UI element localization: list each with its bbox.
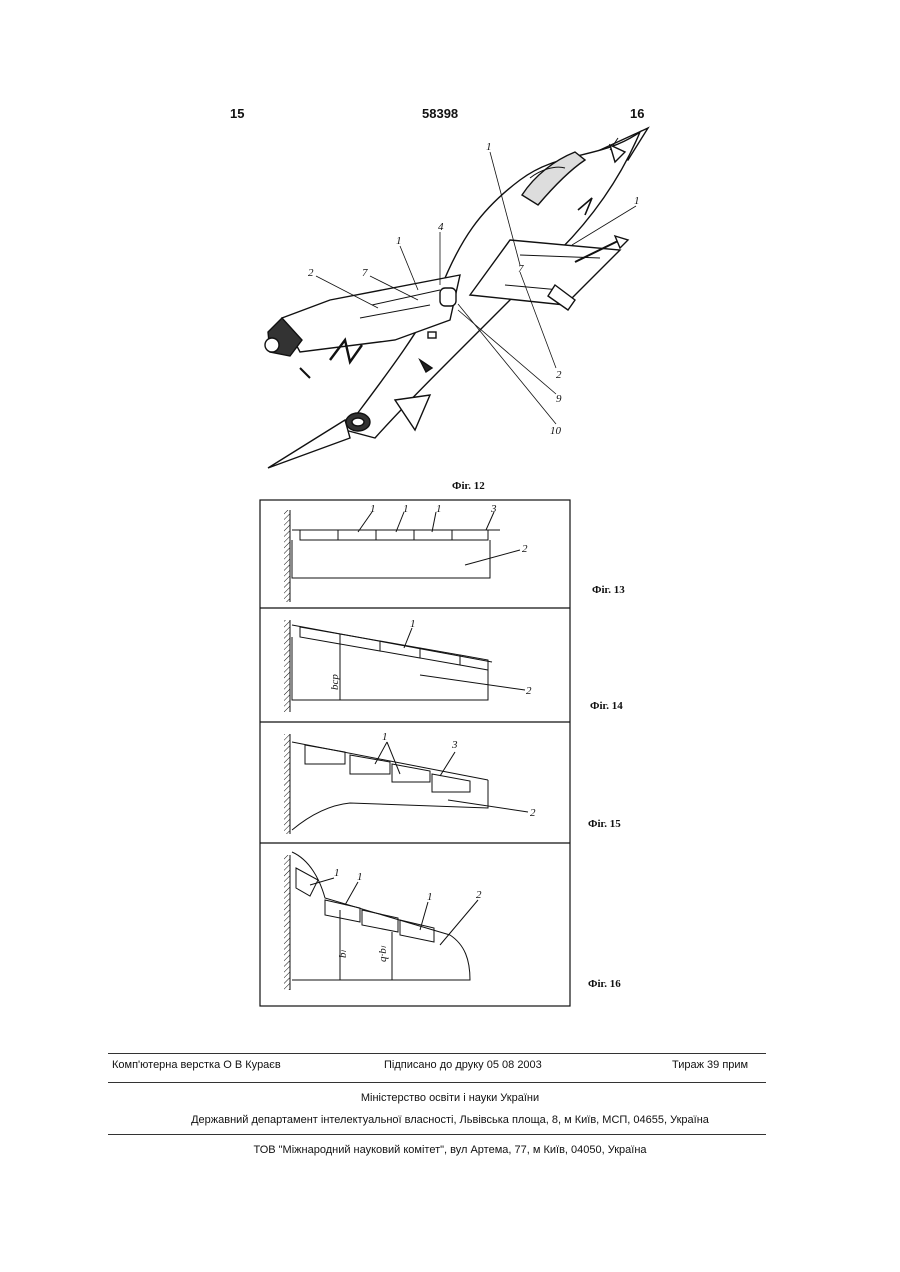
- fig13-caption: Фіг. 13: [592, 584, 625, 596]
- fig16-label-1: 1: [357, 871, 363, 883]
- fig14-caption: Фіг. 14: [590, 700, 623, 712]
- fig16-label-1: 1: [427, 891, 433, 903]
- fig13-label-1: 1: [370, 503, 376, 515]
- signed-date: Підписано до друку 05 08 2003: [384, 1059, 542, 1071]
- fig16-label-2: 2: [476, 889, 482, 901]
- fig16-label-qbl: q·bₗ: [377, 945, 389, 962]
- fig14-label-bcp: bср: [329, 674, 341, 690]
- fig16-label-1: 1: [334, 867, 340, 879]
- publisher-line: ТОВ "Міжнародний науковий комітет", вул …: [0, 1144, 900, 1156]
- fig13-label-1: 1: [436, 503, 442, 515]
- fig13-label-3: 3: [490, 503, 497, 515]
- fig15-caption: Фіг. 15: [588, 818, 621, 830]
- fig13-label-2: 2: [522, 543, 528, 555]
- fig15-label-3: 3: [451, 739, 458, 751]
- footer-rule-top: [108, 1053, 766, 1054]
- fig16-caption: Фіг. 16: [588, 978, 621, 990]
- fig14-label-2: 2: [526, 685, 532, 697]
- fig15-label-2: 2: [530, 807, 536, 819]
- footer-rule-middle: [108, 1082, 766, 1083]
- ministry-line: Міністерство освіти і науки України: [0, 1092, 900, 1104]
- circulation: Тираж 39 прим: [672, 1059, 748, 1071]
- department-line: Державний департамент інтелектуальної вл…: [0, 1114, 900, 1126]
- fig14-label-1: 1: [410, 618, 416, 630]
- layout-credit: Комп'ютерна верстка О В Кураєв: [112, 1059, 281, 1071]
- footer-rule-bottom: [108, 1134, 766, 1135]
- fig13-label-1: 1: [403, 503, 409, 515]
- fig15-label-1: 1: [382, 731, 388, 743]
- fig16-label-bl: bₗ: [337, 950, 349, 959]
